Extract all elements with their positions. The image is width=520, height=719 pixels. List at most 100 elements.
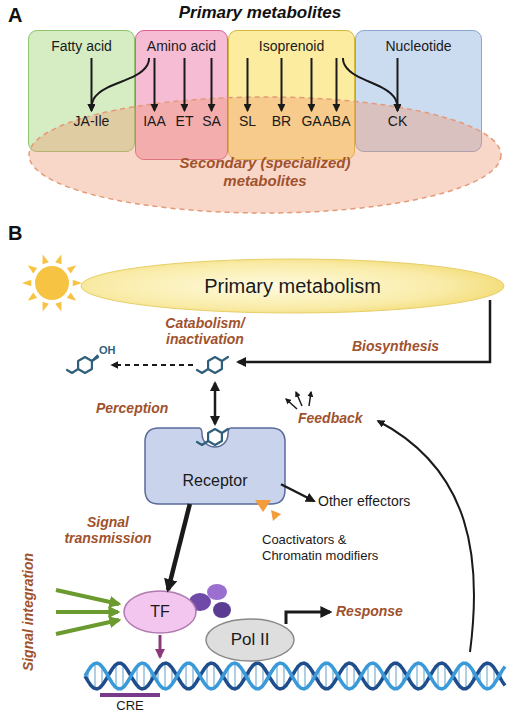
dna-rung <box>479 669 481 683</box>
connector-arrow <box>168 504 190 590</box>
node-text: SL <box>239 113 256 129</box>
annotation-label: Feedback <box>298 410 388 426</box>
connector-arrow <box>91 58 149 111</box>
effector-wedge <box>255 500 271 512</box>
dna-rung <box>185 664 187 688</box>
dna-rung <box>101 666 103 685</box>
sun-ray <box>22 280 31 287</box>
panel-title: Primary metabolites <box>179 3 342 23</box>
bound-hormone <box>197 429 228 445</box>
effector-wedge <box>271 510 281 521</box>
dna-rung <box>311 671 313 681</box>
cre-element <box>100 693 160 697</box>
receptor-shape: Receptor <box>145 428 285 504</box>
dna-rung <box>262 666 264 685</box>
connector-arrow <box>153 58 155 111</box>
metabolism-ellipse <box>81 259 504 313</box>
hormone-name: SA <box>202 112 221 130</box>
annotation-label: Signal integration <box>20 553 36 671</box>
dna-rung <box>234 663 236 689</box>
dna-rung <box>493 668 495 684</box>
dna-rung <box>437 664 439 687</box>
dna-rung <box>318 669 320 683</box>
dna-rung <box>472 671 474 681</box>
dna-rung <box>402 669 404 683</box>
dna-rung <box>157 669 159 683</box>
hormone-name: CK <box>388 112 407 130</box>
dna-rung <box>423 666 425 685</box>
sun-ray <box>28 292 37 300</box>
primary-metabolism-ellipse: Primary metabolism <box>80 258 505 314</box>
connector-arrow <box>335 58 337 111</box>
connector-arrow <box>280 58 282 111</box>
dna-strand <box>85 663 505 689</box>
annotation-label: Catabolism/ inactivation <box>155 315 255 347</box>
dna-rung <box>367 665 369 686</box>
dna-rung <box>206 665 208 686</box>
dna-strand <box>85 663 505 689</box>
dna-rung <box>297 666 299 685</box>
response-arrow <box>286 612 330 624</box>
dna-rung <box>339 672 341 679</box>
annotation-label: CRE <box>100 698 160 714</box>
node-text: JA-Ile <box>74 113 110 129</box>
dna-rung <box>304 663 306 688</box>
sun-icon <box>22 254 82 311</box>
node-text: Secondary (specialized) metabolites <box>165 154 365 190</box>
node-text: ABA <box>322 113 350 129</box>
dna-rung <box>255 663 257 688</box>
panel-letter: A <box>8 4 38 27</box>
node-text: SA <box>202 113 221 129</box>
annotation-label: Biosynthesis <box>352 338 472 354</box>
dna-rung <box>346 664 348 688</box>
node-text: Fatty acid <box>51 38 112 54</box>
inactive-molecule <box>67 357 98 373</box>
annotation-label: Response <box>336 603 426 619</box>
dna-rung <box>241 669 243 683</box>
feedback-arrows <box>286 392 311 409</box>
annotation-label: OH <box>99 344 129 356</box>
dna-rung <box>388 668 390 684</box>
node-text: Nucleotide <box>385 38 451 54</box>
dna-rung <box>374 664 376 688</box>
dna-helix <box>85 663 505 689</box>
connector-arrow <box>211 58 213 111</box>
node-outline <box>145 428 285 504</box>
dna-rung <box>276 664 278 687</box>
dna-rung <box>283 664 285 687</box>
dna-rung <box>500 672 502 679</box>
dna-rung <box>465 663 467 688</box>
dna-rung <box>381 672 383 679</box>
sun-ray <box>42 302 48 312</box>
dna-rung <box>213 664 215 688</box>
hormone-name: ABA <box>322 112 350 130</box>
dna-rung <box>269 674 271 678</box>
polymerase: Pol II <box>205 618 295 662</box>
dna-rung <box>150 671 152 681</box>
binding-arrow <box>159 635 162 657</box>
effector-label: Other effectors <box>318 493 410 509</box>
dna-rung <box>164 663 166 689</box>
perception-arrow <box>214 383 217 424</box>
node-text: TF <box>150 603 170 621</box>
dna-rung <box>353 665 355 686</box>
polymerase-ellipse <box>206 619 294 661</box>
connector-arrow <box>343 58 397 111</box>
panel-letter: B <box>8 222 38 245</box>
hormone-name: JA-Ile <box>74 112 110 130</box>
hormone-name: IAA <box>143 112 166 130</box>
dna-rung <box>430 674 432 678</box>
node-text: Primary metabolism <box>204 275 381 298</box>
sun-ray <box>55 254 61 264</box>
dna-rung <box>171 668 173 684</box>
dna-rung <box>458 666 460 685</box>
dna-rung <box>136 666 138 685</box>
region-ellipse <box>29 97 501 213</box>
connector-arrow <box>281 484 314 501</box>
hormone-name: GA <box>301 112 321 130</box>
node-text: IAA <box>143 113 166 129</box>
hydroxyl-bond <box>92 355 98 361</box>
connector-arrow <box>396 58 398 111</box>
connector-arrow <box>90 58 92 111</box>
